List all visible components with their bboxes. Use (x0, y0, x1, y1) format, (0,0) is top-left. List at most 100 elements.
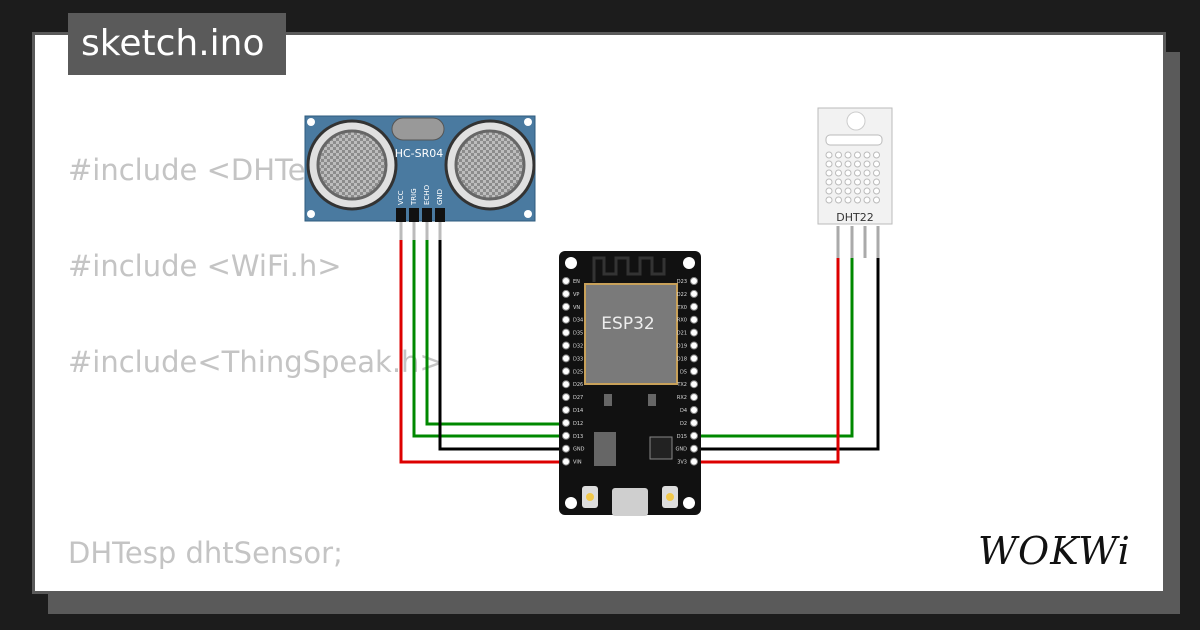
wire-gnd (438, 222, 566, 451)
wokwi-logo: WOKWi (978, 529, 1131, 573)
code-line: #include<ThingSpeak.h> (68, 345, 444, 379)
dht22-vent-slot (873, 151, 880, 159)
esp32-pin-rx2[interactable] (690, 393, 698, 402)
dht22-label: DHT22 (836, 211, 873, 224)
esp32-pin-label: EN (573, 279, 580, 285)
esp32-pin-label: GND (573, 447, 585, 453)
esp32-pin-tx0[interactable] (690, 302, 698, 311)
esp32-pin-d5[interactable] (690, 367, 698, 376)
dht22-vent-slot (835, 160, 842, 168)
code-line: DHTesp dhtSensor; (68, 536, 343, 570)
wire-dht-gnd (694, 256, 880, 451)
dht22-vent-slot (844, 169, 852, 177)
esp32-pin-label: D32 (573, 344, 583, 350)
dht22-vent-slot (825, 151, 833, 159)
esp32-pin-d34[interactable] (562, 315, 570, 324)
wire-dht-sda (694, 256, 854, 438)
esp32-pin-d4[interactable] (690, 406, 698, 414)
esp32-pin-d19[interactable] (690, 341, 698, 350)
esp32-pin-gnd[interactable] (690, 444, 698, 453)
dht22-vent-slot (873, 169, 880, 177)
esp32-pin-label: RX2 (677, 395, 687, 401)
esp32-pin-label: D22 (677, 292, 687, 298)
dht22-vent-slot (863, 160, 871, 168)
pin-label-gnd: GND (436, 189, 444, 205)
esp32-pin-label: D35 (573, 331, 583, 337)
hc-sr04-module[interactable]: HC-SR04 VCC TRIG ECHO GND (304, 115, 536, 240)
esp32-pin-d13[interactable] (562, 431, 570, 440)
esp32-pin-d21[interactable] (690, 328, 698, 337)
esp32-pin-label: D13 (573, 434, 583, 440)
esp32-left-pin-header: ENVPVND34D35D32D33D25D26D27D14D12D13GNDV… (562, 277, 585, 466)
dht22-vent-slot (873, 187, 880, 195)
dht22-vent-slot (863, 151, 871, 159)
esp32-pin-d15[interactable] (690, 431, 698, 440)
esp32-pin-label: D33 (573, 356, 583, 362)
dht22-vent-slot (854, 160, 861, 168)
dht22-vent-slot (854, 187, 861, 195)
code-line: #include <WiFi.h> (68, 249, 342, 283)
dht22-vent-slot (844, 151, 852, 159)
esp32-pin-d2[interactable] (690, 418, 698, 427)
esp32-pin-label: VIN (573, 460, 582, 466)
esp32-pin-3v3[interactable] (690, 457, 698, 466)
esp32-pin-d33[interactable] (562, 354, 570, 363)
dht22-vent-slot (825, 178, 833, 186)
dht22-vent-slot (835, 187, 842, 195)
dht22-vent-slot (863, 196, 871, 204)
dht22-vent-slot (844, 178, 852, 186)
dht22-sensor[interactable]: DHT22 (817, 107, 893, 258)
esp32-pin-label: D21 (677, 331, 687, 337)
dht22-vent-slot (854, 151, 861, 159)
esp32-pin-d22[interactable] (690, 289, 698, 298)
esp32-pin-vp[interactable] (562, 289, 570, 298)
esp32-pin-label: D5 (680, 369, 687, 375)
esp32-pin-label: D26 (573, 382, 583, 388)
wire-dht-vcc (694, 256, 840, 464)
esp32-pin-label: D25 (573, 369, 583, 375)
esp32-pin-d14[interactable] (562, 406, 570, 414)
esp32-pin-label: TX2 (676, 382, 687, 388)
dht22-vent-slot (844, 160, 852, 168)
dht22-vent-slot (835, 196, 842, 204)
esp32-pin-label: D19 (677, 344, 687, 350)
esp32-pin-label: D2 (680, 421, 687, 427)
dht22-vent-slot (825, 187, 833, 195)
esp32-pin-d35[interactable] (562, 328, 570, 337)
dht22-vent-slot (863, 187, 871, 195)
dht22-vent-slot (835, 151, 842, 159)
esp32-pin-label: RX0 (677, 318, 687, 324)
svg-text:WOKWi: WOKWi (978, 529, 1131, 573)
esp32-pin-d18[interactable] (690, 354, 698, 363)
esp32-pin-vin[interactable] (562, 457, 570, 466)
esp32-pin-rx0[interactable] (690, 315, 698, 324)
dht22-vent-slot (854, 196, 861, 204)
wire-echo (425, 222, 566, 426)
dht22-vent-slot (873, 160, 880, 168)
dht22-vents (825, 151, 880, 204)
dht22-vent-slot (825, 169, 833, 177)
esp32-pin-vn[interactable] (562, 302, 570, 311)
esp32-pin-d25[interactable] (562, 367, 570, 376)
esp32-pin-label: 3V3 (677, 460, 687, 466)
file-tab[interactable]: sketch.ino (68, 13, 286, 75)
esp32-pin-tx2[interactable] (690, 380, 698, 389)
esp32-pin-d12[interactable] (562, 418, 570, 427)
dht22-vent-slot (835, 178, 842, 186)
esp32-pin-d27[interactable] (562, 393, 570, 402)
dht22-vent-slot (844, 187, 852, 195)
esp32-pin-label: D34 (573, 318, 583, 324)
dht22-vent-slot (835, 169, 842, 177)
esp32-pin-label: D14 (573, 408, 583, 414)
esp32-pin-en[interactable] (562, 277, 570, 285)
esp32-board[interactable]: ESP32 ENVPVND34D35D32D33D25D26D27D14D12D… (559, 251, 701, 516)
esp32-pin-gnd[interactable] (562, 444, 570, 453)
esp32-pin-label: GND (676, 447, 688, 453)
esp32-pin-label: TX0 (676, 305, 687, 311)
esp32-pin-d32[interactable] (562, 341, 570, 350)
wire-trig (412, 222, 566, 438)
esp32-pin-d23[interactable] (690, 277, 698, 285)
dht22-vent-slot (825, 196, 833, 204)
esp32-pin-d26[interactable] (562, 380, 570, 389)
